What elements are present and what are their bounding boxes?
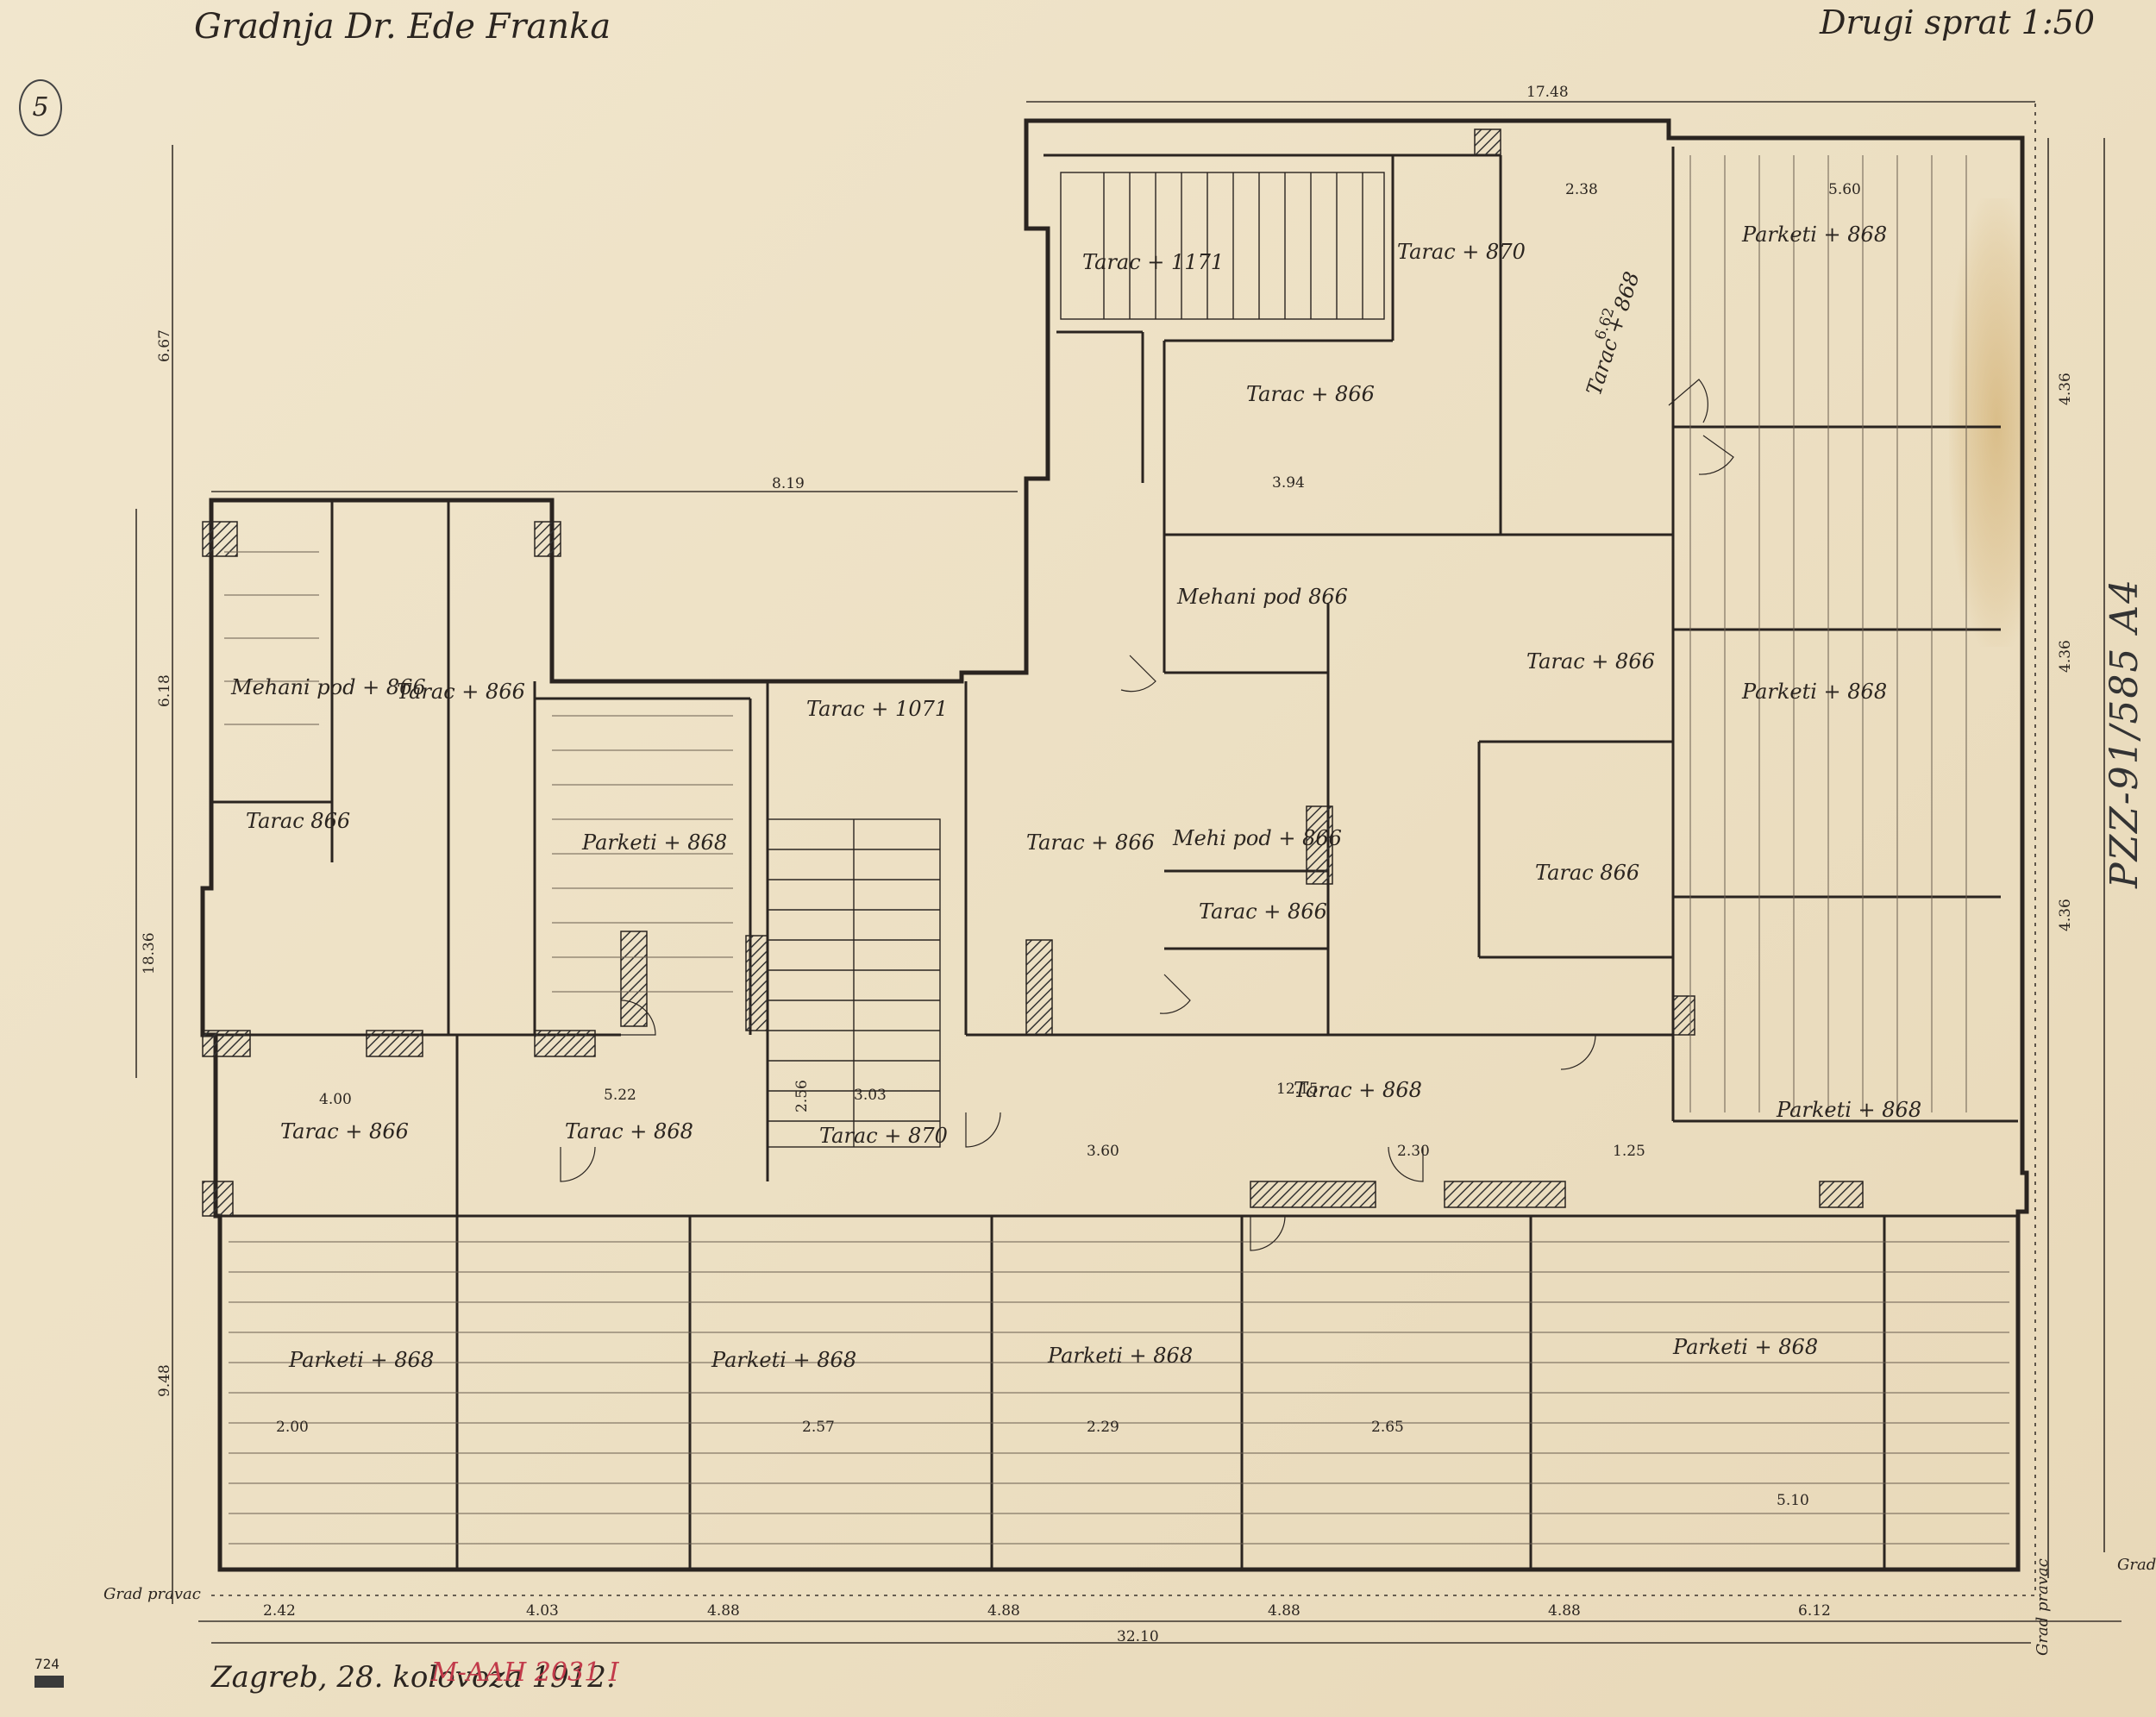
dimension-label: 5.22 [604,1087,636,1104]
hatched-walls [202,128,1864,1217]
dimension-label: 2.57 [802,1419,835,1436]
room-label: Parketi + 868 [1741,680,1887,704]
room-label: Tarac + 866 [1199,899,1327,924]
room-label: Tarac + 866 [397,680,525,704]
dimension-label: 5.60 [1828,181,1861,198]
room-labels: Mehani pod + 866 Tarac + 866 Tarac 866 P… [230,222,1921,1372]
archive-stamp: 724 [34,1656,64,1688]
room-label: Parketi + 868 [1672,1335,1818,1359]
dimension-label: 5.10 [1777,1492,1809,1509]
dimension-label: 6.12 [1798,1602,1831,1620]
room-label: Tarac + 868 [1582,269,1645,398]
paper-stain [1949,198,2044,647]
dimension-label: 3.60 [1087,1143,1119,1160]
dimension-label: 6.67 [156,329,173,362]
door-swings [560,379,1734,1251]
room-label: Parketi + 868 [711,1348,856,1372]
street-line-right-label: Grad [2117,1556,2156,1574]
dimension-label: 18.36 [141,932,158,974]
dimension-label: 4.88 [1268,1602,1300,1620]
street-line-left-label: Grad pravac [103,1585,201,1603]
dimension-label: 4.36 [2057,373,2074,405]
room-label: Tarac + 866 [1526,649,1655,674]
room-label: Tarac + 866 [280,1119,409,1144]
dimension-label: 2.29 [1087,1419,1119,1436]
room-label: Mehi pod + 866 [1172,826,1342,850]
dimension-label: 6.18 [156,674,173,707]
room-label: Tarac 866 [246,809,350,833]
dimension-label: 4.88 [987,1602,1020,1620]
date-signature: Zagreb, 28. kolovoza 1912. [211,1660,616,1695]
dimension-lines [135,101,2122,1644]
dimension-label: 2.30 [1397,1143,1430,1160]
interior-walls [211,147,2018,1570]
room-label: Parketi + 868 [1776,1098,1921,1122]
dimension-label: 2.65 [1371,1419,1404,1436]
room-label: Tarac + 1071 [806,697,948,721]
dimension-label: 3.94 [1272,474,1305,492]
dimension-label: 2.38 [1565,181,1598,198]
room-label: Parketi + 868 [288,1348,434,1372]
room-label: Tarac + 866 [1026,830,1155,855]
sheet-number: 5 [19,79,62,136]
dimension-label: 12.15 [1276,1081,1319,1098]
room-label: Parketi + 868 [1741,222,1887,247]
dimension-label: 4.00 [319,1091,352,1108]
dimension-label: 32.10 [1117,1628,1159,1645]
floor-scale-label: Drugi sprat 1:50 [1820,3,2095,41]
dimension-label: 2.56 [793,1080,811,1112]
room-label: Parketi + 868 [581,830,727,855]
dimension-label: 2.42 [263,1602,296,1620]
room-label: Tarac + 870 [819,1124,948,1148]
room-label: Mehani pod + 866 [230,675,426,699]
dimension-label: 4.36 [2057,640,2074,673]
dimension-label: 4.88 [707,1602,740,1620]
room-label: Parketi + 868 [1047,1344,1193,1368]
dimension-label: 3.03 [854,1087,887,1104]
room-label: Tarac + 870 [1397,240,1526,264]
dimension-label: 17.48 [1526,84,1569,101]
red-annotation: M-AAH 2031 I [431,1657,619,1688]
room-label: Tarac + 868 [565,1119,693,1144]
dimension-label: 8.19 [772,475,805,492]
room-label: Tarac 866 [1535,861,1639,885]
dimension-label: 4.36 [2057,899,2074,931]
room-label: Tarac + 868 [1294,1078,1422,1102]
drawing-title: Gradnja Dr. Ede Franka [194,7,611,47]
dimension-label: 2.00 [276,1419,309,1436]
dimension-label: 4.03 [526,1602,559,1620]
dimension-label: 9.48 [156,1364,173,1397]
dimension-label: 1.25 [1613,1143,1645,1160]
room-label: Mehani pod 866 [1176,585,1348,609]
room-label: Tarac + 866 [1246,382,1375,406]
room-label: Tarac + 1171 [1082,250,1224,274]
dimension-label: 4.88 [1548,1602,1581,1620]
archive-stamp-number: 724 [34,1656,60,1672]
parquet-lines [224,155,2009,1545]
dimension-labels: 17.48 32.10 8.19 18.36 6.67 6.18 9.48 4.… [141,84,2074,1645]
stairs [767,172,1385,1148]
